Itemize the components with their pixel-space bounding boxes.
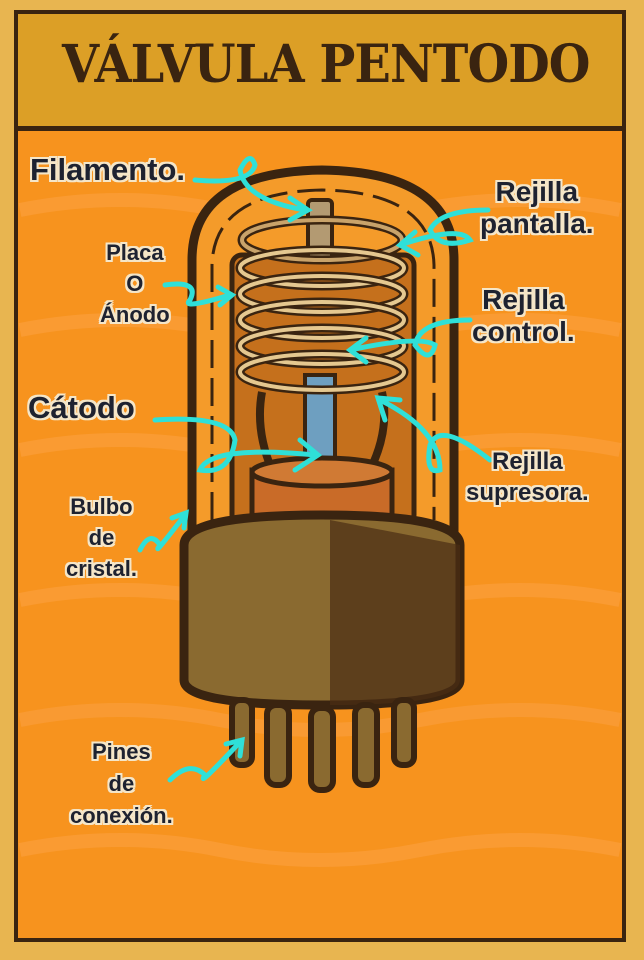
label-text: supresora.	[466, 479, 589, 507]
label-text: Filamento.	[30, 152, 186, 187]
label-filamento: Filamento.	[30, 152, 185, 188]
label-text: Cátodo	[28, 390, 135, 425]
label-rejilla-supresora: Rejilla supresora.	[466, 446, 589, 508]
label-pines-conexion: Pines de conexión.	[70, 736, 173, 832]
label-text: Rejilla	[495, 176, 579, 207]
label-text: de	[88, 524, 115, 550]
label-text: cristal.	[66, 555, 137, 581]
label-catodo: Cátodo	[28, 390, 135, 426]
label-text: de	[108, 770, 135, 796]
label-text: control.	[472, 316, 575, 348]
label-bulbo-cristal: Bulbo de cristal.	[66, 492, 137, 584]
grid-coils	[235, 215, 409, 472]
title-band: VÁLVULA PENTODO	[18, 14, 622, 131]
connection-pins	[229, 697, 417, 793]
label-text: Pines	[91, 739, 151, 764]
label-text: O	[126, 270, 144, 296]
label-text: Rejilla	[482, 284, 565, 315]
label-text: Placa	[106, 240, 164, 265]
label-text: pantalla.	[480, 208, 594, 240]
label-text: Rejilla	[492, 448, 563, 475]
label-text: Bulbo	[70, 494, 133, 519]
page-title: VÁLVULA PENTODO	[62, 34, 590, 95]
label-text: conexión.	[70, 802, 173, 828]
annotation-arrows	[137, 156, 493, 783]
label-text: Ánodo	[100, 301, 170, 327]
